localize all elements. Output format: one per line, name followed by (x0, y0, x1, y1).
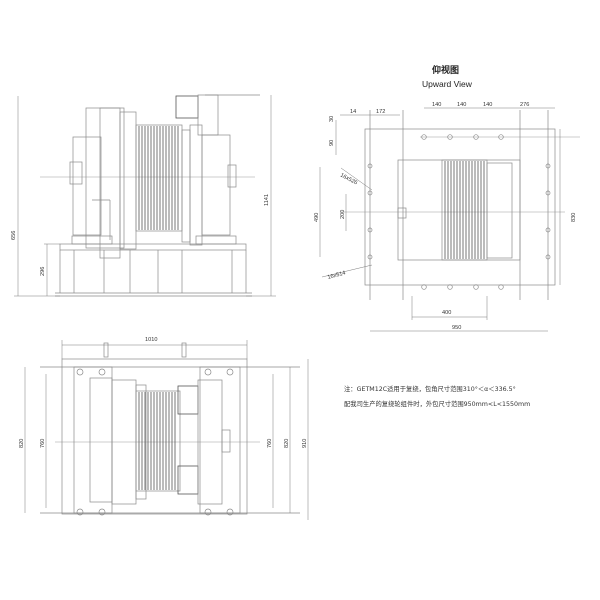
plan-view: 1010 820 760 760 820 910 (19, 337, 309, 520)
dim-1010: 1010 (145, 337, 157, 343)
upward-view-title-cn: 仰视图 (432, 64, 459, 76)
dim-140-a: 140 (432, 102, 441, 108)
dim-950: 950 (452, 325, 461, 331)
dim-820-left: 820 (19, 439, 25, 448)
upward-view: 仰视图 Upward View (314, 64, 580, 332)
note-line-1: 注：GETM12C适用于复绕，包角尺寸范围310°＜α＜336.5° (344, 386, 516, 393)
dim-296: 296 (40, 267, 46, 276)
dim-490: 490 (314, 213, 320, 222)
dim-16x514: 16x514 (327, 270, 346, 281)
dim-140-c: 140 (483, 102, 492, 108)
dim-30: 30 (329, 116, 335, 122)
dim-1141: 1141 (264, 194, 270, 206)
dim-172: 172 (376, 109, 385, 115)
dim-140-b: 140 (457, 102, 466, 108)
dim-400: 400 (442, 310, 451, 316)
note-line-2: 配我司生产的复绕轮组件时，外包尺寸范围950mm<L<1550mm (344, 401, 531, 408)
upward-drum-grooves (444, 161, 485, 259)
dim-90: 90 (329, 140, 335, 146)
dim-760-right: 760 (267, 439, 273, 448)
dim-760-left: 760 (40, 439, 46, 448)
dim-910: 910 (302, 439, 308, 448)
side-view: 656 296 1141 (11, 94, 276, 297)
plan-drum-grooves (138, 392, 176, 490)
upward-view-title-en: Upward View (422, 79, 473, 89)
dim-820-right: 820 (284, 439, 290, 448)
dim-276: 276 (520, 102, 529, 108)
dim-16x526: 16x526 (339, 172, 358, 186)
dim-830: 830 (571, 213, 577, 222)
dim-14: 14 (350, 109, 356, 115)
dim-200: 200 (340, 210, 346, 219)
dim-656: 656 (11, 231, 17, 240)
drum-grooves (138, 126, 179, 230)
